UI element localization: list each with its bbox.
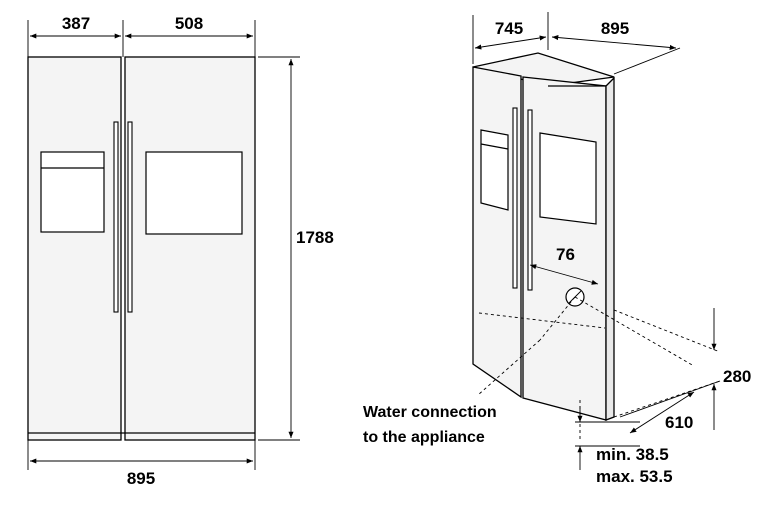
dim-line-connection-offset	[529, 264, 599, 285]
iso-side-panel	[605, 76, 615, 421]
connection-height-label: 280	[723, 367, 751, 386]
display-panel	[145, 151, 243, 235]
front-view: 387 508 895 1788	[27, 14, 334, 488]
water-connection-label-line2: to the appliance	[363, 429, 485, 446]
right-door	[124, 56, 256, 441]
connection-depth-label: 610	[665, 413, 693, 432]
right-door-width-label: 508	[175, 14, 203, 33]
total-width-label: 895	[127, 469, 155, 488]
iso-dispenser	[480, 129, 509, 211]
connection-offset-label: 76	[556, 245, 575, 264]
iso-display	[539, 132, 597, 225]
dispenser-panel	[40, 151, 105, 233]
height-label: 1788	[296, 228, 334, 247]
left-handle	[113, 121, 119, 313]
dim-line-depth-top	[474, 35, 547, 50]
iso-view: 745 895 76 280 610 min. 38.5 max. 53.5 W…	[363, 12, 751, 486]
water-connection-label-line1: Water connection	[363, 404, 497, 421]
max-gap-label: max. 53.5	[596, 467, 673, 486]
left-door	[27, 56, 122, 441]
right-handle	[127, 121, 133, 313]
dim-line-width-top	[551, 35, 677, 50]
iso-width-label: 895	[601, 19, 629, 38]
left-door-width-label: 387	[62, 14, 90, 33]
iso-depth-label: 745	[495, 19, 523, 38]
min-gap-label: min. 38.5	[596, 445, 669, 464]
dim-line-connection-depth	[629, 391, 695, 434]
